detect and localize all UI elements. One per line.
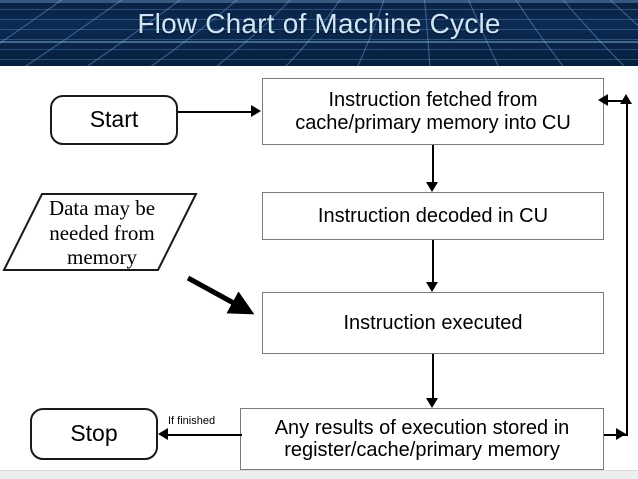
node-results-stored[interactable]: Any results of execution stored in regis… (240, 408, 604, 470)
node-stop[interactable]: Stop (30, 408, 158, 460)
edge-fetch-to-decode-arrowhead (426, 182, 438, 192)
banner-top-band (0, 0, 638, 3)
edge-loop-top-segment (606, 100, 628, 102)
edge-fetch-to-decode-line (432, 145, 434, 183)
node-instruction-decoded[interactable]: Instruction decoded in CU (262, 192, 604, 240)
node-data-needed-shape (2, 193, 198, 271)
edge-decode-to-execute-arrowhead (426, 282, 438, 292)
node-instruction-fetched[interactable]: Instruction fetched from cache/primary m… (262, 78, 604, 145)
edge-store-to-stop-line (168, 434, 242, 436)
edge-loop-top-arrowhead-up (620, 94, 632, 104)
edge-loop-bottom-segment (604, 434, 626, 436)
node-start[interactable]: Start (50, 95, 178, 145)
node-instruction-executed[interactable]: Instruction executed (262, 292, 604, 354)
edge-decode-to-execute-line (432, 240, 434, 282)
bottom-strip (0, 470, 638, 479)
edge-store-to-stop-arrowhead (158, 428, 168, 440)
edge-execute-to-store-arrowhead (426, 398, 438, 408)
banner-meridian-lines (0, 0, 638, 66)
banner-mid-band (0, 41, 638, 43)
edge-loop-bottom-arrowhead (616, 428, 626, 440)
edge-loop-into-fetch-arrowhead (598, 94, 608, 106)
edge-execute-to-store-line (432, 354, 434, 398)
edge-start-to-fetch-arrowhead (251, 105, 261, 117)
edge-data-to-execute-arrow (186, 275, 255, 315)
node-data-needed[interactable]: Data may be needed from memory (48, 196, 156, 270)
edge-start-to-fetch-line (178, 111, 252, 113)
edge-loop-vertical-segment (626, 100, 628, 436)
page-title: Flow Chart of Machine Cycle (137, 8, 501, 39)
title-banner: Flow Chart of Machine Cycle (0, 0, 638, 66)
edge-label-if-finished: If finished (168, 415, 216, 427)
